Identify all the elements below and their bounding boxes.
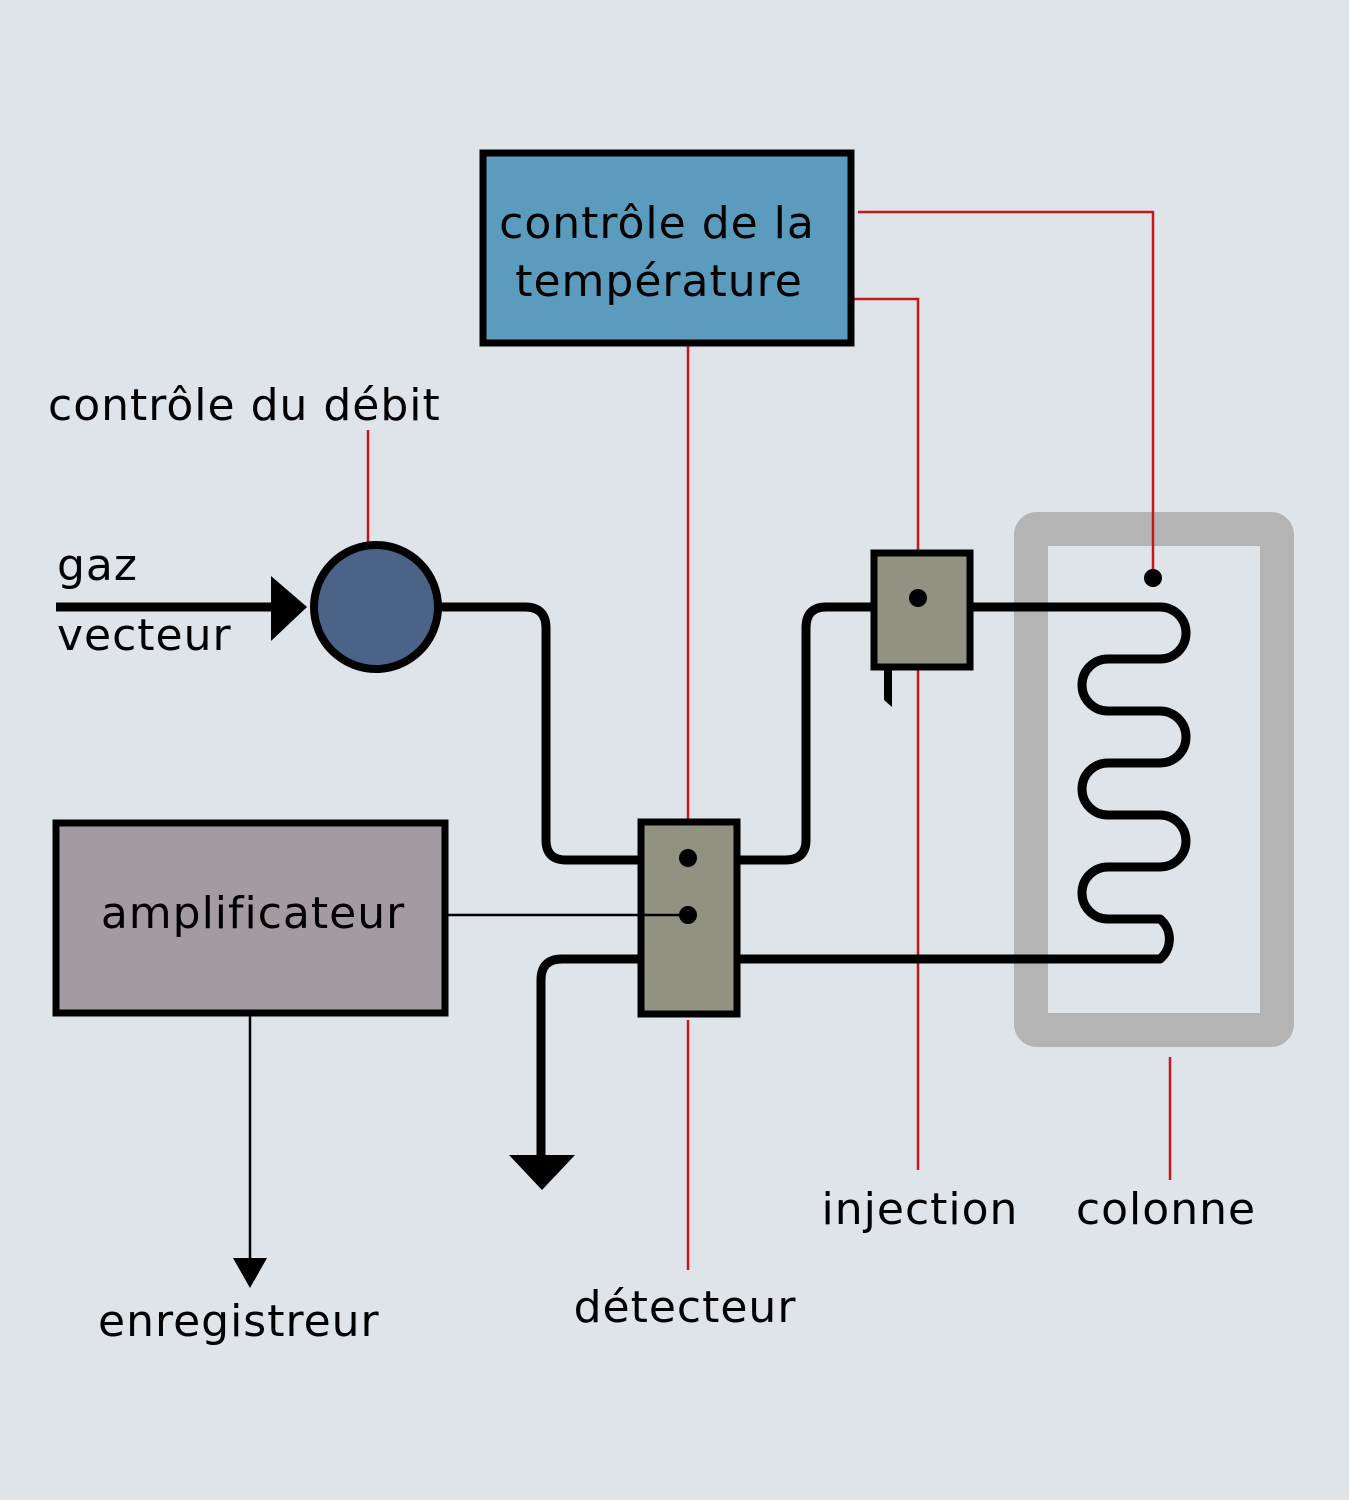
temperature-control-box: [479, 149, 855, 347]
recorder-arrow-icon: [233, 1258, 267, 1288]
exhaust-arrow-icon: [509, 1155, 575, 1190]
flow-control-label: contrôle du débit: [48, 380, 441, 431]
detector-exhaust-line: [536, 954, 640, 1158]
temperature-control-label-line1: contrôle de la: [499, 198, 815, 249]
column-coil: [738, 602, 1191, 964]
control-line-column: [858, 210, 1155, 578]
detector-label: détecteur: [574, 1282, 797, 1333]
carrier-gas-label-line1: gaz: [57, 540, 138, 591]
temperature-control-label-line2: température: [515, 256, 803, 307]
injector-block: [870, 549, 974, 671]
column-label: colonne: [1076, 1184, 1256, 1235]
tube-valve-to-detector: [438, 602, 640, 865]
inlet-arrow-icon: [271, 576, 307, 641]
carrier-gas-label-line2: vecteur: [57, 610, 232, 661]
control-lines: [366, 210, 1172, 1270]
tube-detector-to-injector: [738, 602, 874, 865]
amplifier-label: amplificateur: [101, 888, 405, 939]
column-contact-dot: [1144, 569, 1162, 587]
recorder-label: enregistreur: [98, 1296, 380, 1347]
flow-control-valve: [310, 541, 442, 673]
detector-heater-dot: [679, 849, 697, 867]
gas-flow-tubing: [56, 576, 1191, 1190]
amplifier-box: [52, 819, 449, 1017]
injection-label: injection: [822, 1184, 1019, 1235]
injector-needle: [884, 669, 892, 707]
injector-contact-dot: [909, 589, 927, 607]
control-line-injection: [850, 297, 920, 1170]
